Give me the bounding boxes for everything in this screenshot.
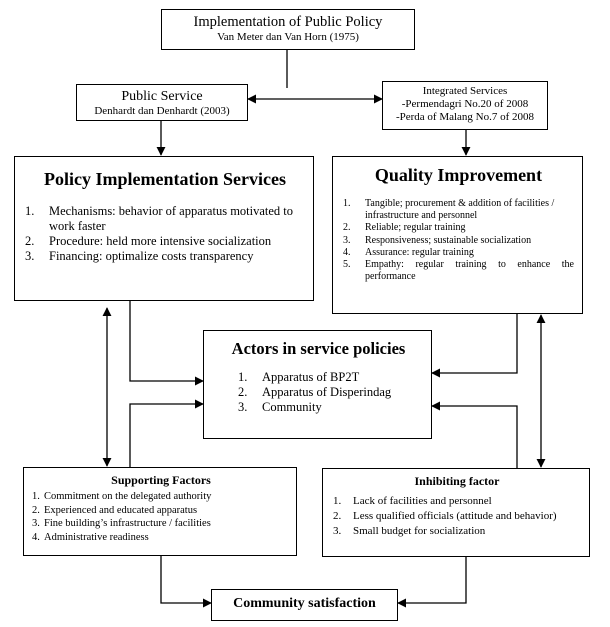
list-item: 3.Community xyxy=(238,400,322,414)
quality-improvement-box: Quality Improvement 1.Tangible; procurem… xyxy=(332,156,583,314)
list-item: 2.Less qualified officials (attitude and… xyxy=(333,510,557,522)
quality-improvement-title: Quality Improvement xyxy=(374,165,543,185)
public-service-box: Public Service Denhardt dan Denhardt (20… xyxy=(76,84,248,121)
inhibiting-factor-box: Inhibiting factor 1.Lack of facilities a… xyxy=(322,468,590,557)
public-service-title: Public Service xyxy=(121,89,203,104)
list-item: 4.Administrative readiness xyxy=(32,531,149,543)
implementation-policy-title: Implementation of Public Policy xyxy=(193,14,383,30)
list-item: 3.Small budget for socialization xyxy=(333,525,486,537)
integrated-services-line: -Permendagri No.20 of 2008 xyxy=(401,98,529,110)
integrated-services-line: -Perda of Malang No.7 of 2008 xyxy=(395,111,535,123)
policy-implementation-box: Policy Implementation Services 1.Mechani… xyxy=(14,156,314,301)
list-item: 3.Responsiveness; sustainable socializat… xyxy=(343,234,532,246)
list-item: 2.Reliable; regular training xyxy=(343,222,466,234)
list-item: 1.Apparatus of BP2T xyxy=(238,370,360,384)
policy-implementation-title: Policy Implementation Services xyxy=(44,169,286,189)
arrow-inhibiting-to-community xyxy=(397,557,467,608)
implementation-policy-box: Implementation of Public Policy Van Mete… xyxy=(161,9,415,50)
list-item: 1.Tangible; procurement & addition of fa… xyxy=(343,198,555,222)
implementation-policy-subtitle: Van Meter dan Van Horn (1975) xyxy=(217,31,359,43)
arrow-policy-to-actors xyxy=(129,300,204,386)
inhibiting-factor-title: Inhibiting factor xyxy=(414,474,500,488)
list-item: 2.Procedure: held more intensive sociali… xyxy=(25,234,272,248)
arrow-inhibiting-to-actors xyxy=(431,401,518,468)
integrated-services-title: Integrated Services xyxy=(422,85,508,97)
community-satisfaction-box: Community satisfaction xyxy=(211,589,398,621)
public-service-subtitle: Denhardt dan Denhardt (2003) xyxy=(94,105,230,117)
supporting-factors-box: Supporting Factors 1.Commitment on the d… xyxy=(23,467,297,556)
supporting-factors-title: Supporting Factors xyxy=(111,473,211,487)
community-satisfaction-title: Community satisfaction xyxy=(233,596,376,611)
actors-title: Actors in service policies xyxy=(231,339,406,358)
list-item: 1.Mechanisms: behavior of apparatus moti… xyxy=(25,204,294,233)
list-item: 2.Apparatus of Disperindag xyxy=(238,385,392,399)
list-item: 1.Lack of facilities and personnel xyxy=(333,495,492,507)
list-item: 3.Fine building’s infrastructure / facil… xyxy=(32,518,211,529)
quality-improvement-list: 1.Tangible; procurement & addition of fa… xyxy=(343,198,574,283)
inhibiting-factor-list: 1.Lack of facilities and personnel 2.Les… xyxy=(331,494,583,539)
list-item: 5.Empathy: regular training to enhance t… xyxy=(343,259,574,283)
arrow-supporting-to-actors xyxy=(129,399,204,467)
list-item: 2.Experienced and educated apparatus xyxy=(32,504,198,516)
actors-list: 1.Apparatus of BP2T 2.Apparatus of Dispe… xyxy=(214,370,423,415)
actors-box: Actors in service policies 1.Apparatus o… xyxy=(203,330,432,439)
list-item: 4.Assurance: regular training xyxy=(343,246,474,258)
list-item: 3.Financing: optimalize costs transparen… xyxy=(25,249,254,263)
supporting-factors-list: 1.Commitment on the delegated authority … xyxy=(32,490,290,544)
policy-implementation-list: 1.Mechanisms: behavior of apparatus moti… xyxy=(25,204,305,264)
list-item: 1.Commitment on the delegated authority xyxy=(32,491,212,502)
integrated-services-box: Integrated Services -Permendagri No.20 o… xyxy=(382,81,548,130)
arrow-supporting-to-community xyxy=(160,556,212,608)
arrow-quality-to-actors xyxy=(431,313,518,378)
